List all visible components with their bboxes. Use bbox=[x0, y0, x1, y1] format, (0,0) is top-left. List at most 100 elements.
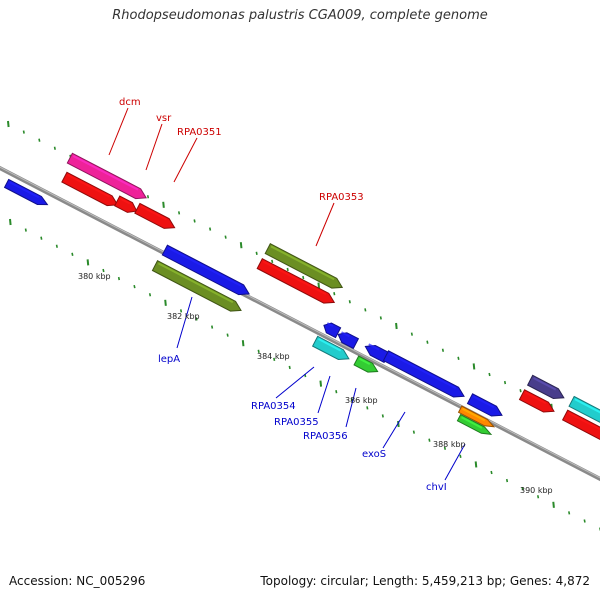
gene-label-exos[interactable]: exoS bbox=[362, 449, 386, 460]
gene-rpa0353-olive-shape bbox=[264, 243, 344, 289]
gene-blue-small-1-shape bbox=[323, 322, 342, 339]
gene-blue-mid-shape bbox=[161, 244, 250, 296]
leader-rpa0355 bbox=[317, 375, 331, 414]
gene-rpa0353-bevel bbox=[262, 260, 327, 296]
gene-rpa0354[interactable] bbox=[311, 335, 352, 363]
gene-slate[interactable] bbox=[526, 374, 567, 402]
inner-tick bbox=[9, 218, 12, 226]
outer-tick bbox=[519, 389, 522, 393]
gene-cyan-right-shape bbox=[568, 395, 600, 424]
outer-tick bbox=[162, 201, 165, 208]
inner-tick bbox=[335, 390, 338, 394]
inner-tick bbox=[366, 406, 369, 410]
outer-tick bbox=[302, 275, 305, 280]
backbone-highlight bbox=[0, 166, 600, 479]
gene-red-edge-shape bbox=[561, 409, 600, 443]
inner-tick bbox=[273, 357, 276, 362]
leader-exos bbox=[382, 411, 406, 449]
inner-tick bbox=[428, 438, 431, 442]
tick-label-390: 390 kbp bbox=[520, 486, 553, 495]
outer-tick bbox=[348, 300, 351, 304]
inner-tick bbox=[86, 259, 90, 266]
outer-tick bbox=[488, 372, 491, 377]
gene-label-rpa0354[interactable]: RPA0354 bbox=[251, 401, 296, 412]
gene-blue-left[interactable] bbox=[3, 178, 50, 208]
gene-label-lepa[interactable]: lepA bbox=[158, 354, 180, 365]
inner-tick bbox=[24, 228, 27, 232]
gene-rpa0354-bevel bbox=[318, 338, 342, 352]
outer-tick bbox=[7, 120, 10, 128]
genome-map: 380 kbp 382 kbp 384 kbp 386 kbp 388 kbp … bbox=[0, 97, 600, 531]
outer-tick bbox=[255, 251, 258, 255]
gene-rpa0353[interactable] bbox=[256, 258, 337, 308]
inner-tick bbox=[474, 461, 478, 468]
inner-tick bbox=[148, 293, 152, 297]
gene-rpa0353-olive[interactable] bbox=[264, 243, 345, 293]
gene-red-edge[interactable] bbox=[561, 409, 600, 446]
gene-red-2[interactable] bbox=[114, 195, 140, 216]
outer-tick bbox=[38, 138, 41, 142]
gene-lepa[interactable] bbox=[151, 260, 243, 316]
inner-tick bbox=[226, 333, 229, 337]
gene-label-rpa0351[interactable]: RPA0351 bbox=[177, 127, 222, 138]
inner-tick bbox=[536, 495, 540, 499]
inner-tick bbox=[490, 470, 493, 475]
gene-blue-right[interactable] bbox=[466, 393, 504, 420]
inner-tick bbox=[211, 325, 214, 329]
outer-tick bbox=[146, 195, 150, 199]
outer-tick bbox=[286, 267, 289, 272]
gene-label-rpa0353[interactable]: RPA0353 bbox=[319, 192, 364, 203]
gene-red-right[interactable] bbox=[518, 389, 556, 416]
gene-red-2-shape bbox=[114, 195, 138, 213]
gene-dcm[interactable] bbox=[66, 152, 148, 202]
outer-tick bbox=[472, 363, 476, 370]
gene-label-vsr[interactable]: vsr bbox=[156, 113, 172, 124]
gene-label-dcm[interactable]: dcm bbox=[119, 97, 141, 108]
outer-tick bbox=[441, 348, 445, 352]
gene-blue-mid[interactable] bbox=[161, 244, 251, 299]
outer-tick bbox=[333, 292, 336, 296]
gene-orange[interactable] bbox=[457, 405, 496, 430]
gene-label-chvi[interactable]: chvI bbox=[426, 482, 447, 493]
inner-tick bbox=[71, 252, 74, 256]
outer-tick bbox=[224, 235, 227, 239]
inner-tick bbox=[117, 276, 121, 281]
gene-blue-small-2-shape bbox=[337, 332, 360, 350]
inner-tick bbox=[241, 340, 245, 347]
tick-label-384: 384 kbp bbox=[257, 352, 290, 361]
tick-label-386: 386 kbp bbox=[345, 396, 378, 405]
gene-exos-shape bbox=[382, 350, 465, 398]
gene-red-3[interactable] bbox=[134, 202, 177, 232]
gene-cyan-right[interactable] bbox=[568, 395, 600, 428]
inner-tick bbox=[459, 454, 462, 458]
gene-blue-small-2[interactable] bbox=[336, 330, 360, 350]
outer-tick bbox=[317, 282, 321, 289]
gene-rpa0356[interactable] bbox=[353, 355, 380, 376]
gene-lepa-bevel bbox=[157, 262, 234, 304]
inner-tick bbox=[412, 430, 415, 434]
gene-label-rpa0356[interactable]: RPA0356 bbox=[303, 431, 348, 442]
gene-blue-small-1[interactable] bbox=[321, 320, 342, 339]
gene-label-rpa0355[interactable]: RPA0355 bbox=[274, 417, 319, 428]
gene-blue-small-2-bevel bbox=[341, 331, 350, 338]
gene-orange-bevel bbox=[462, 407, 486, 422]
gene-red-right-shape bbox=[518, 389, 555, 413]
tick-label-380: 380 kbp bbox=[78, 272, 111, 281]
leader-chvi bbox=[444, 443, 466, 481]
gene-chvi[interactable] bbox=[456, 413, 493, 438]
gene-red-1[interactable] bbox=[61, 171, 120, 209]
gene-blue-mid-bevel bbox=[167, 246, 242, 287]
inner-tick-row bbox=[9, 218, 600, 531]
tick-label-388: 388 kbp bbox=[433, 440, 466, 449]
inner-tick bbox=[505, 478, 509, 483]
gene-exos[interactable] bbox=[382, 350, 466, 401]
gene-lepa-shape bbox=[151, 260, 242, 312]
gene-red-2-bevel bbox=[120, 197, 131, 205]
outer-tick bbox=[239, 242, 243, 249]
topology-summary: Topology: circular; Length: 5,459,213 bp… bbox=[260, 574, 590, 588]
inner-tick bbox=[583, 519, 586, 523]
inner-tick bbox=[443, 446, 447, 450]
inner-tick bbox=[568, 511, 571, 515]
gene-rpa0353-olive-bevel bbox=[270, 245, 335, 281]
